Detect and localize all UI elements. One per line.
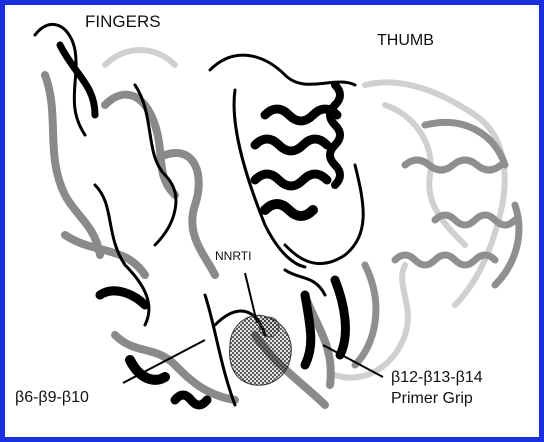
thumb-domain-label: THUMB xyxy=(377,33,434,49)
nnrti-inhibitor-surface xyxy=(230,315,292,385)
nnrti-label: NNRTI xyxy=(215,250,251,262)
primer-grip-label: Primer Grip xyxy=(391,391,473,407)
b12-b13-b14-label: β12-β13-β14 xyxy=(391,370,483,386)
fingers-domain-label: FINGERS xyxy=(85,13,161,30)
b6-b9-b10-label: β6-β9-β10 xyxy=(15,390,89,406)
highlighted-structure-black-ribbons xyxy=(35,24,363,405)
